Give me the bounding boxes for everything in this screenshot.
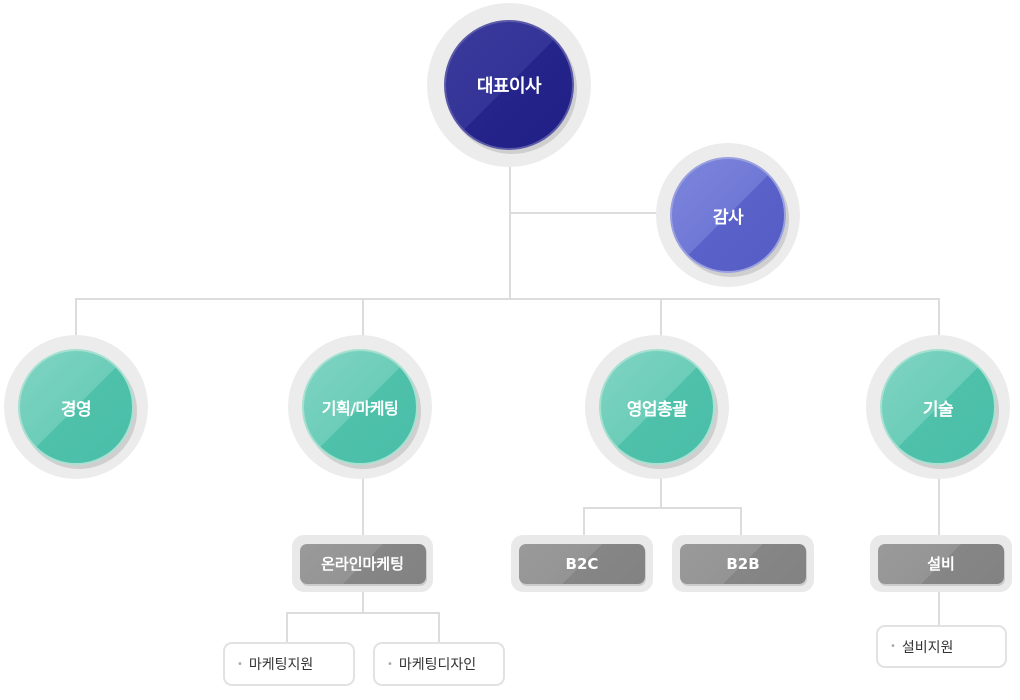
ceo-node[interactable]: 대표이사 xyxy=(427,3,591,167)
division-planning-marketing-label: 기획/마케팅 xyxy=(321,399,399,418)
division-management-node[interactable]: 경영 xyxy=(4,335,148,479)
department-facility-label: 설비 xyxy=(927,555,955,573)
department-online-marketing[interactable]: 온라인마케팅 xyxy=(292,535,433,592)
team-marketing-design[interactable]: • 마케팅디자인 xyxy=(373,642,505,686)
connector-line xyxy=(75,300,77,337)
team-marketing-design-label: 마케팅디자인 xyxy=(398,657,477,673)
division-tech-node[interactable]: 기술 xyxy=(866,335,1010,479)
division-sales-node[interactable]: 영업총괄 xyxy=(585,335,729,479)
connector-line xyxy=(938,300,940,337)
connector-line xyxy=(740,507,742,536)
department-b2c-label: B2C xyxy=(565,554,599,573)
department-online-marketing-label: 온라인마케팅 xyxy=(321,555,404,573)
connector-line xyxy=(362,477,364,535)
connector-line xyxy=(362,590,364,612)
team-marketing-support-label: 마케팅지원 xyxy=(248,657,314,673)
ceo-label: 대표이사 xyxy=(476,76,542,97)
bullet-icon: • xyxy=(387,658,393,670)
division-planning-marketing-node[interactable]: 기획/마케팅 xyxy=(288,335,432,479)
connector-line xyxy=(660,300,662,337)
division-management-label: 경영 xyxy=(60,399,92,420)
connector-line xyxy=(362,300,364,337)
connector-line xyxy=(509,165,511,300)
audit-node[interactable]: 감사 xyxy=(656,143,800,287)
department-b2c[interactable]: B2C xyxy=(511,535,653,592)
connector-line xyxy=(583,507,742,509)
division-sales-label: 영업총괄 xyxy=(626,399,688,420)
connector-line xyxy=(511,212,658,214)
audit-label: 감사 xyxy=(712,207,744,228)
connector-line xyxy=(583,507,585,536)
bullet-icon: • xyxy=(890,641,896,652)
connector-line xyxy=(286,612,440,614)
connector-line xyxy=(660,477,662,507)
department-b2b-label: B2B xyxy=(726,554,760,573)
team-marketing-support[interactable]: • 마케팅지원 xyxy=(223,642,355,686)
connector-line xyxy=(75,298,940,300)
connector-line xyxy=(438,612,440,642)
division-tech-label: 기술 xyxy=(922,399,954,420)
connector-line xyxy=(286,612,288,642)
connector-line xyxy=(938,592,940,626)
department-facility[interactable]: 설비 xyxy=(870,535,1012,592)
department-b2b[interactable]: B2B xyxy=(672,535,814,592)
team-facility-support-label: 설비지원 xyxy=(901,639,954,656)
connector-line xyxy=(938,477,940,535)
bullet-icon: • xyxy=(237,658,243,670)
team-facility-support[interactable]: • 설비지원 xyxy=(876,625,1007,668)
